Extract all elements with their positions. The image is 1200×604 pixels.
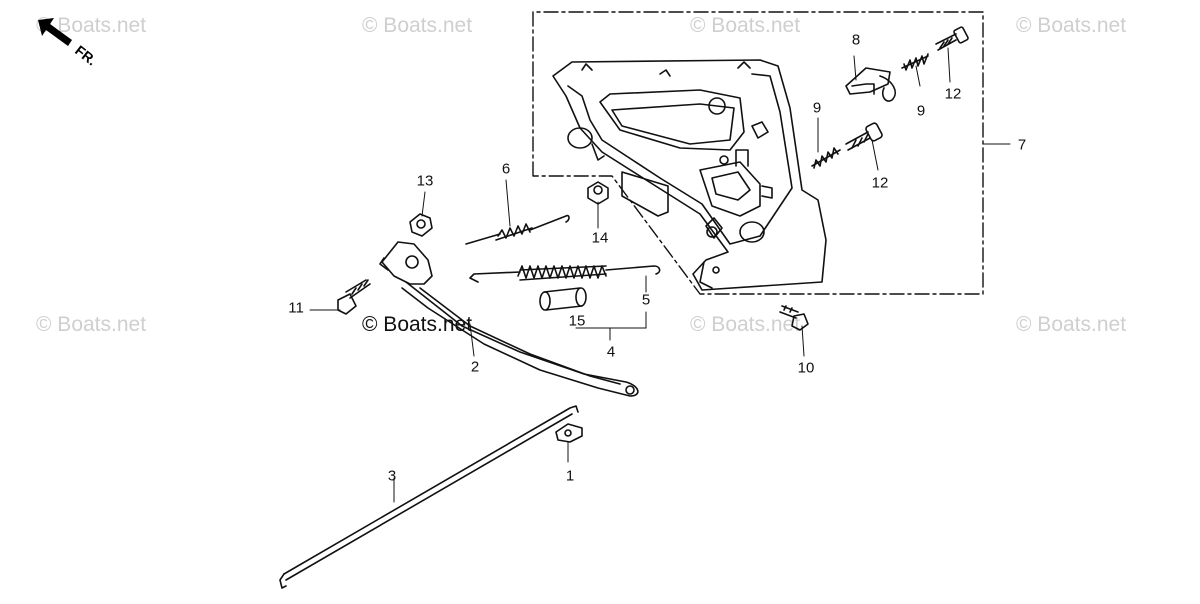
callout-11: 11	[288, 299, 304, 317]
watermark: © Boats.net	[362, 14, 473, 37]
watermark: © Boats.net	[690, 14, 801, 37]
callout-1: 1	[565, 467, 575, 485]
part-11-bolt	[337, 279, 371, 315]
callout-9-lower: 9	[812, 99, 822, 117]
callout-2: 2	[470, 358, 480, 376]
part-1-clip	[555, 423, 583, 443]
part-15-sleeve	[539, 287, 587, 311]
callout-6: 6	[501, 160, 511, 178]
callout-14: 14	[591, 229, 609, 247]
part-9-spring-upper	[901, 53, 929, 71]
callout-3: 3	[387, 467, 397, 485]
callout-5: 5	[641, 291, 651, 309]
part-6-spring	[465, 214, 570, 245]
callout-12-lower: 12	[871, 174, 889, 192]
callout-4: 4	[606, 343, 616, 361]
watermark: © Boats.net	[36, 14, 147, 37]
part-12-screw-lower	[845, 122, 883, 151]
part-12-screw-upper	[935, 26, 969, 51]
callout-8: 8	[851, 31, 861, 49]
part-9-spring-lower	[811, 147, 841, 169]
part-5-spring	[469, 265, 661, 283]
watermark: © Boats.net	[1016, 14, 1127, 37]
front-direction-arrow-icon	[38, 18, 72, 46]
callout-13: 13	[416, 172, 434, 190]
watermark: © Boats.net	[690, 313, 801, 336]
part-10-bolt	[779, 305, 809, 331]
callout-10: 10	[797, 359, 815, 377]
callout-7: 7	[1017, 136, 1027, 154]
part-3-control-rod	[279, 405, 579, 589]
part-14-nut	[587, 181, 609, 205]
part-2-control-lever	[379, 241, 639, 397]
part-8-bracket	[845, 67, 896, 102]
leader-lines	[309, 47, 1011, 503]
watermark: © Boats.net	[36, 313, 147, 336]
part-13-nut	[409, 213, 433, 237]
watermark: © Boats.net	[1016, 313, 1127, 336]
part-7-control-base	[552, 59, 827, 291]
callout-15: 15	[568, 312, 586, 330]
callout-12-upper: 12	[944, 85, 962, 103]
assembly-outline	[532, 11, 984, 295]
callout-9-upper: 9	[916, 102, 926, 120]
